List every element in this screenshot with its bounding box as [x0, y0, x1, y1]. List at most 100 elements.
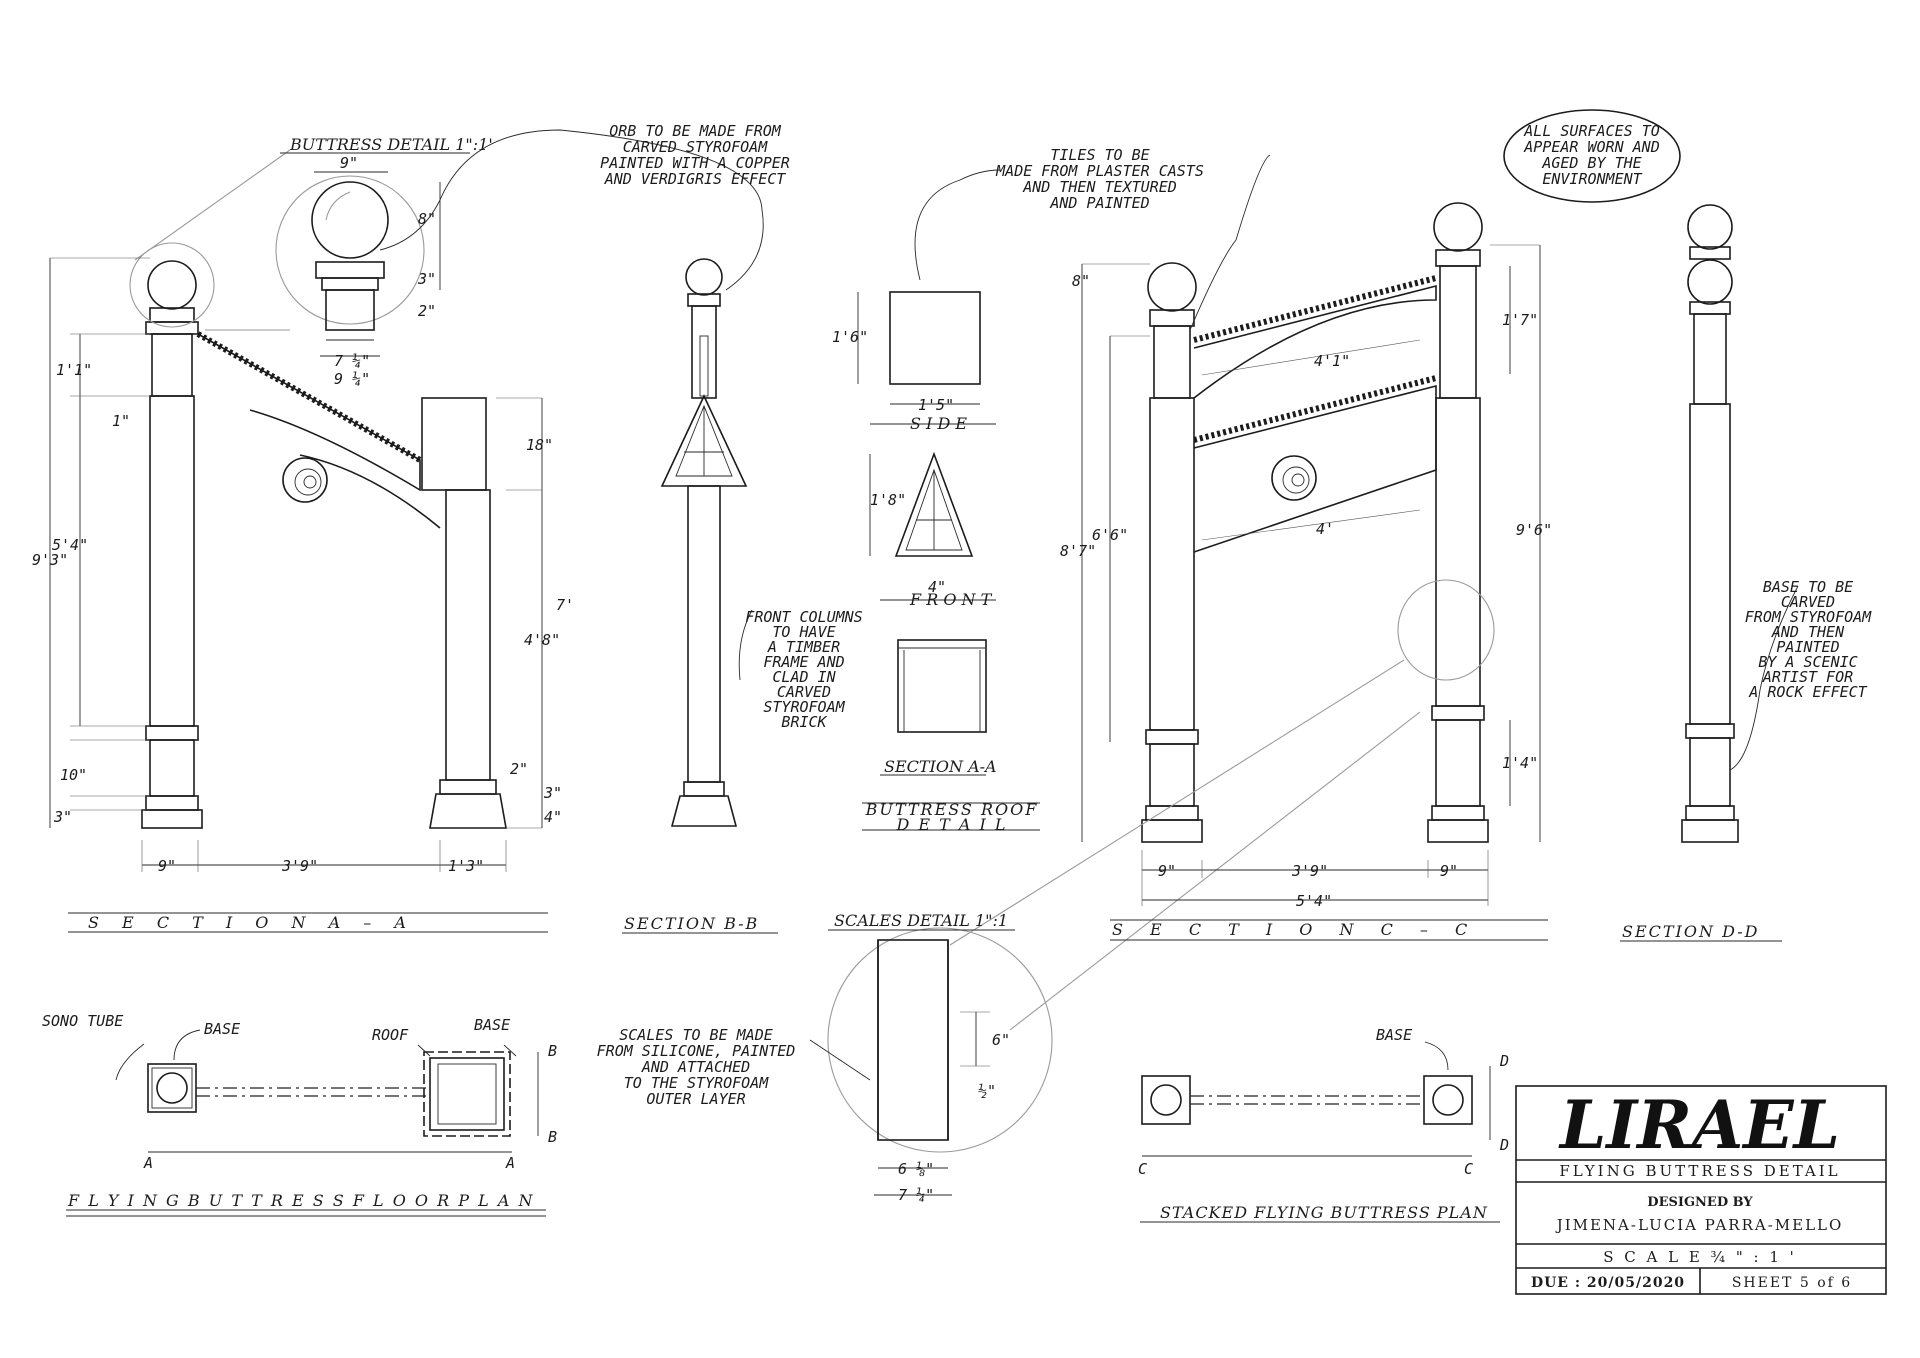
label-c: C	[1464, 1160, 1473, 1178]
orb-left	[147, 260, 197, 310]
note-line: BASE TO BE	[1763, 578, 1853, 596]
roof-detail-title-1: BUTTRESS ROOF	[865, 800, 1039, 819]
leader-orb	[379, 129, 764, 291]
section-aa-small-title: SECTION A-A	[884, 757, 997, 776]
sheet-number: SHEET 5 of 6	[1732, 1275, 1852, 1291]
dim-label: 9'6"	[1516, 521, 1552, 539]
section-aa-title: S E C T I O N A – A	[88, 913, 415, 932]
note-line: TILES TO BE	[1050, 146, 1149, 164]
label-base: BASE	[474, 1016, 510, 1034]
dim-label: 9"	[158, 857, 176, 875]
note-line: MADE FROM PLASTER CASTS	[995, 162, 1204, 180]
surfaces-note: ALL SURFACES TO APPEAR WORN AND AGED BY …	[1523, 122, 1659, 188]
note-line: AND THEN	[1771, 623, 1845, 641]
dim-label: 6'6"	[1092, 526, 1128, 544]
dim-label: 1'7"	[1502, 311, 1538, 329]
note-line: APPEAR WORN AND	[1523, 138, 1659, 156]
dim-label: 4"	[544, 808, 562, 826]
label-b: B	[548, 1128, 557, 1146]
dim-label: 1'3"	[448, 857, 484, 875]
note-line: ENVIRONMENT	[1542, 170, 1642, 188]
label-base: BASE	[1376, 1026, 1412, 1044]
dim-label: 7 ¼"	[898, 1186, 934, 1204]
scales-detail-title: SCALES DETAIL 1":1	[834, 911, 1008, 930]
dim-label: 5'4"	[1296, 892, 1332, 910]
dim-label: 4'	[1316, 520, 1334, 538]
dim-label: 3"	[543, 784, 562, 802]
note-line: CARVED STYROFOAM	[623, 138, 768, 156]
dim-label: 2"	[418, 302, 436, 320]
front-columns-note: FRONT COLUMNS TO HAVE A TIMBER FRAME AND…	[745, 608, 862, 731]
dim-label: 4'8"	[524, 631, 560, 649]
roof-detail-front	[869, 451, 996, 601]
base-note: BASE TO BE CARVED FROM STYROFOAM AND THE…	[1745, 578, 1872, 701]
note-line: AND ATTACHED	[641, 1058, 750, 1076]
dim-label: 1"	[112, 412, 130, 430]
dim-label: 3'9"	[281, 857, 318, 875]
label-a: A	[143, 1154, 153, 1172]
flying-buttress-floor-plan	[66, 1029, 546, 1217]
dimension-labels: 9" 8" 3" 2" 7 ¼" 9 ¼" 1'1" 1" 5'4" 9'3" …	[32, 154, 1552, 1204]
label-sono-tube: SONO TUBE	[42, 1012, 123, 1030]
dim-label: 8'7"	[1060, 542, 1096, 560]
floor-plan-title: F L Y I N G B U T T R E S S F L O O R P …	[67, 1191, 534, 1210]
due-date: DUE : 20/05/2020	[1531, 1275, 1685, 1291]
dim-label: 8"	[1072, 272, 1090, 290]
section-d-d-elevation	[1681, 204, 1799, 843]
dim-label: 3"	[53, 808, 72, 826]
note-line: AGED BY THE	[1541, 154, 1641, 172]
lirael-logo: LIRAEL	[1558, 1086, 1840, 1164]
dim-label: 7'	[556, 596, 574, 614]
dim-label: 1'8"	[870, 491, 906, 509]
section-b-b-elevation	[660, 258, 748, 827]
scales-detail-zoom	[827, 927, 1053, 1196]
note-line: FRAME AND	[763, 653, 844, 671]
stacked-plan-title: STACKED FLYING BUTTRESS PLAN	[1160, 1203, 1488, 1222]
tiles-note: TILES TO BE MADE FROM PLASTER CASTS AND …	[995, 146, 1204, 212]
section-bb-title: SECTION B-B	[624, 914, 759, 933]
roof-detail-title-2: D E T A I L	[895, 815, 1007, 834]
dim-label: 1'5"	[918, 396, 954, 414]
note-line: AND VERDIGRIS EFFECT	[604, 170, 787, 188]
title-block: LIRAEL FLYING BUTTRESS DETAIL DESIGNED B…	[1515, 1085, 1887, 1295]
designed-by-label: DESIGNED BY	[1647, 1195, 1753, 1210]
dim-label: 10"	[60, 766, 87, 784]
side-title: S I D E	[910, 414, 967, 433]
stacked-flying-buttress-plan	[1140, 1041, 1500, 1223]
dim-label: 1'6"	[832, 328, 868, 346]
dim-label: 9 ¼"	[334, 370, 370, 388]
dim-label: 6"	[992, 1031, 1010, 1049]
note-line: AND PAINTED	[1049, 194, 1149, 212]
label-d: D	[1499, 1052, 1509, 1070]
note-line: CLAD IN	[772, 668, 836, 686]
dim-label: 9'3"	[32, 551, 68, 569]
designer-name: JIMENA-LUCIA PARRA-MELLO	[1555, 1216, 1844, 1234]
section-dd-title: SECTION D-D	[1622, 922, 1759, 941]
dim-label: 1'1"	[56, 361, 92, 379]
note-line: FRONT COLUMNS	[745, 608, 862, 626]
buttress-detail-zoom	[275, 152, 470, 357]
note-line: FROM SILICONE, PAINTED	[597, 1042, 796, 1060]
label-base: BASE	[204, 1020, 240, 1038]
dim-label: 4'1"	[1314, 352, 1350, 370]
dim-label: 18"	[526, 436, 553, 454]
dim-label: 6 ⅛"	[898, 1160, 934, 1178]
label-d: D	[1499, 1136, 1509, 1154]
label-a: A	[505, 1154, 515, 1172]
note-line: OUTER LAYER	[646, 1090, 745, 1108]
dim-label: 4"	[928, 578, 946, 596]
dim-label: 9"	[1440, 862, 1458, 880]
note-line: ARTIST FOR	[1762, 668, 1853, 686]
dim-label: ½"	[978, 1082, 996, 1100]
note-line: CARVED	[1781, 593, 1835, 611]
scales-note: SCALES TO BE MADE FROM SILICONE, PAINTED…	[597, 1026, 796, 1108]
orb-note: ORB TO BE MADE FROM CARVED STYROFOAM PAI…	[600, 122, 790, 188]
scroll-detail	[282, 457, 328, 503]
front-title: F R O N T	[909, 590, 993, 609]
dim-label: 2"	[510, 760, 528, 778]
label-roof: ROOF	[372, 1026, 409, 1044]
dim-label: 5'4"	[52, 536, 88, 554]
note-line: TO THE STYROFOAM	[624, 1074, 769, 1092]
